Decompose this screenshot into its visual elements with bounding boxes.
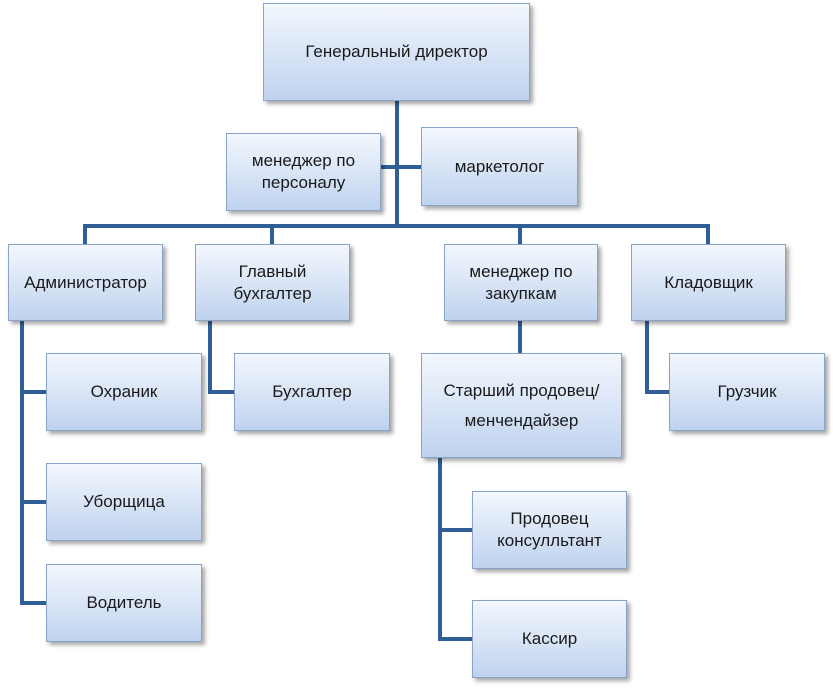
node-ceo: Генеральный директор [263, 3, 530, 101]
node-purchasing-manager: менеджер по закупкам [444, 244, 598, 321]
node-storekeeper: Кладовщик [631, 244, 786, 321]
node-hr-manager: менеджер по персоналу [226, 133, 381, 211]
node-loader: Грузчик [669, 353, 825, 431]
node-accountant: Бухгалтер [234, 353, 390, 431]
node-senior-seller: Старший продовец/ менчендайзер [421, 353, 622, 458]
node-chief-accountant: Главный бухгалтер [195, 244, 350, 321]
connector-accountant [208, 319, 236, 394]
node-driver: Водитель [46, 564, 202, 642]
connector-loader [645, 319, 671, 394]
node-consultant: Продовец консулльтант [472, 491, 627, 569]
node-administrator: Администратор [8, 244, 163, 321]
node-marketer: маркетолог [421, 127, 578, 206]
node-cashier: Кассир [472, 600, 627, 678]
node-cleaner: Уборщица [46, 463, 202, 541]
node-guard: Охраник [46, 353, 202, 431]
